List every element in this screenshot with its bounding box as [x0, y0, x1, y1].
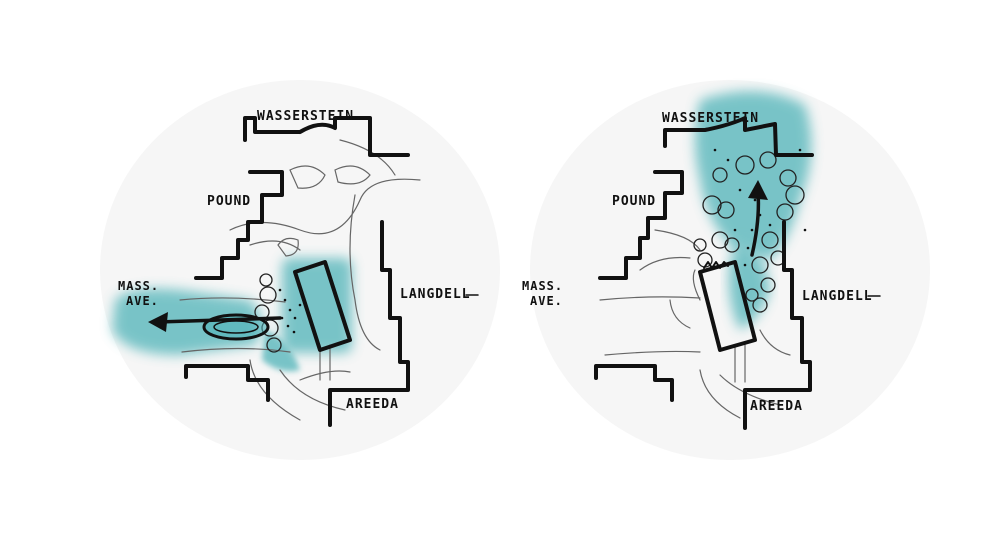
label-areeda: AREEDA — [346, 397, 399, 412]
wasserstein-outline — [243, 116, 410, 157]
label-areeda: AREEDA — [750, 399, 803, 414]
label-pound: POUND — [612, 194, 656, 209]
langdell-outline — [743, 220, 812, 430]
label-mass: MASS. — [522, 279, 563, 293]
pencil-paths — [599, 229, 791, 419]
building-outlines — [594, 116, 814, 430]
label-ave: AVE. — [530, 294, 563, 308]
mass-ave-outline — [184, 364, 270, 402]
stipple-dots — [278, 288, 302, 334]
mass-ave-outline — [594, 364, 674, 402]
wash-corridor — [728, 240, 770, 330]
new-building-outline — [293, 260, 352, 352]
tree-cluster — [693, 151, 805, 313]
label-pound: POUND — [207, 194, 251, 209]
stipple-dots — [713, 148, 807, 267]
label-langdell: LANGDELL — [802, 289, 873, 304]
building-roof-detail — [703, 261, 729, 269]
label-langdell: LANGDELL — [400, 287, 471, 302]
wasserstein-outline — [663, 116, 814, 157]
right-site-sketch: WASSERSTEIN POUND MASS. AVE. LANGDELL AR… — [522, 80, 930, 460]
new-building-outline — [698, 260, 757, 352]
left-site-sketch: WASSERSTEIN POUND MASS. AVE. LANGDELL AR… — [100, 80, 500, 460]
label-mass: MASS. — [118, 279, 159, 293]
label-wasserstein: WASSERSTEIN — [257, 109, 354, 124]
arrow-north-icon — [748, 180, 768, 257]
pound-outline — [194, 170, 284, 280]
langdell-outline — [328, 220, 410, 427]
building-outlines — [184, 116, 410, 427]
label-ave: AVE. — [126, 294, 159, 308]
arrow-west-icon — [148, 312, 282, 332]
pound-outline — [598, 170, 684, 280]
label-wasserstein: WASSERSTEIN — [662, 111, 759, 126]
